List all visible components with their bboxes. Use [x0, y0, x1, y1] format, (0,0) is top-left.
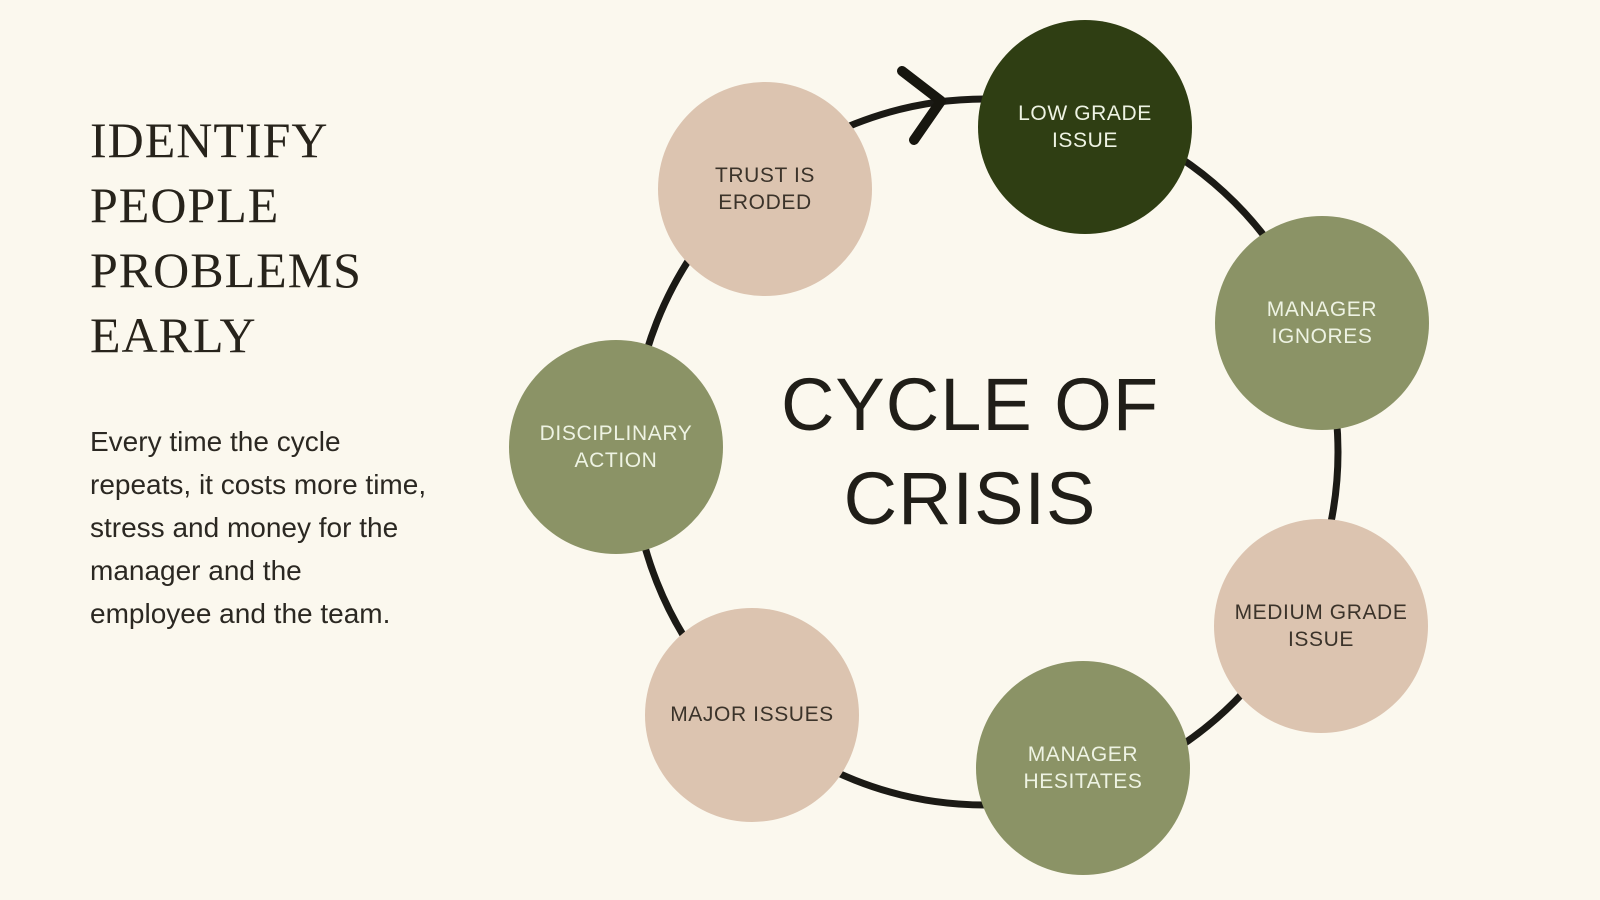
cycle-node-trust-is-eroded: TRUST IS ERODED: [658, 82, 872, 296]
cycle-node-label: MANAGER IGNORES: [1266, 297, 1378, 348]
diagram-center-title: CYCLE OF CRISIS: [780, 363, 1160, 540]
description-text: Every time the cycle repeats, it costs m…: [90, 426, 427, 629]
cycle-node-label: MAJOR ISSUES: [670, 703, 834, 727]
left-text-panel: IDENTIFY PEOPLE PROBLEMS EARLY Every tim…: [90, 108, 530, 635]
page-title: IDENTIFY PEOPLE PROBLEMS EARLY: [90, 112, 362, 363]
cycle-node-label: MANAGER HESITATES: [1023, 742, 1143, 793]
cycle-node-label: MEDIUM GRADE ISSUE: [1234, 600, 1408, 651]
cycle-node-label: DISCIPLINARY ACTION: [539, 421, 693, 472]
cycle-node-low-grade-issue: LOW GRADE ISSUE: [978, 20, 1192, 234]
cycle-node-label: LOW GRADE ISSUE: [1018, 101, 1152, 152]
cycle-node-disciplinary-action: DISCIPLINARY ACTION: [509, 340, 723, 554]
cycle-node-major-issues: MAJOR ISSUES: [645, 608, 859, 822]
clockwise-arrow-icon: [897, 66, 946, 145]
cycle-node-label: TRUST IS ERODED: [714, 163, 816, 214]
cycle-node-manager-hesitates: MANAGER HESITATES: [976, 661, 1190, 875]
cycle-node-medium-grade-issue: MEDIUM GRADE ISSUE: [1214, 519, 1428, 733]
cycle-node-manager-ignores: MANAGER IGNORES: [1215, 216, 1429, 430]
